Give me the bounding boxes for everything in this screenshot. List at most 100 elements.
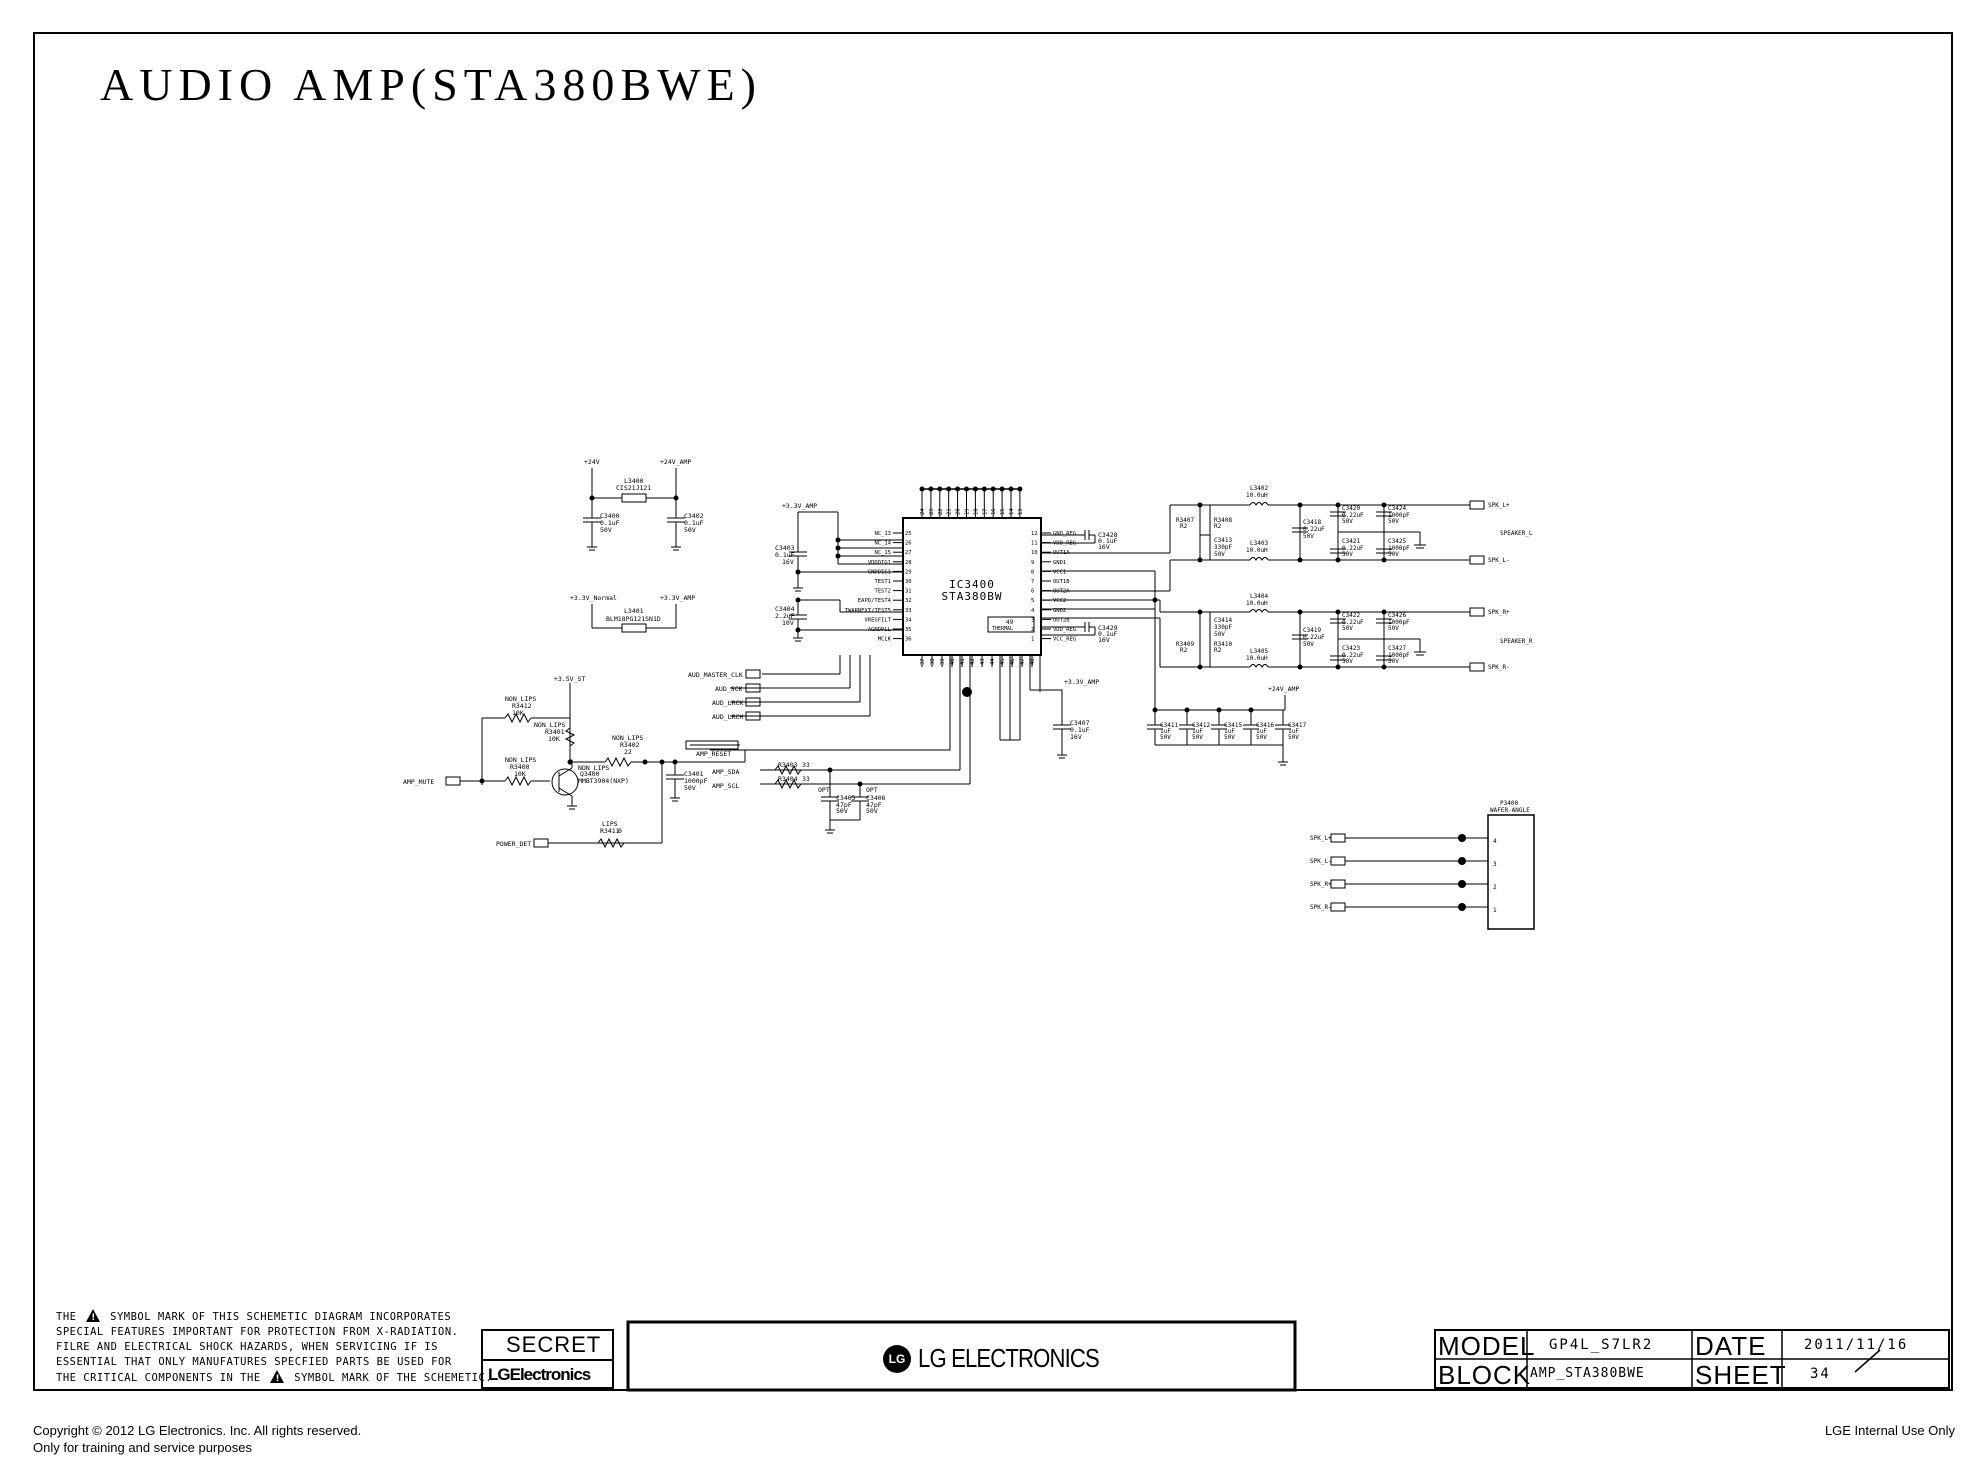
c3428-val: 0.1uF [1098,537,1118,545]
model-label: MODEL [1438,1331,1536,1361]
l3401-part: BLM18PG121SN1D [606,615,661,623]
warning-text: SPECIAL FEATURES IMPORTANT FOR PROTECTIO… [56,1326,459,1338]
pin-junction [1017,486,1023,492]
c3405-rating: 50V [836,807,848,815]
junctions [479,495,1466,911]
net-24v-amp: +24V_AMP [660,458,691,466]
ol-c-c: C3424 [1388,505,1406,512]
vcc-bulk-caps [1041,570,1291,766]
right-pin-name: VCC1 [1053,569,1066,575]
conn-pin-2: 3 [1493,861,1497,868]
sheet-label: SHEET [1695,1360,1787,1390]
ol-c-d-r: 50V [1388,551,1399,558]
bulk-c4-v: 1uF [1256,728,1267,735]
c3403-val: 0.1uF [775,551,795,559]
date-value: 2011/11/16 [1804,1337,1909,1353]
or-l-top: L3404 [1250,593,1268,600]
or-c-mid: C3419 [1303,627,1321,634]
thermal-pad [987,616,1035,633]
ol-c-d-v: 1000pF [1388,545,1410,552]
left-pin-name: TEST1 [874,579,891,585]
or-c-mid-r: 50V [1303,641,1314,648]
sig-power-det: POWER_DET [496,840,531,848]
c3429-rating: 16V [1098,636,1110,644]
warning-line: SPECIAL FEATURES IMPORTANT FOR PROTECTIO… [56,1325,492,1340]
ol-speaker-name: SPEAKER_L [1500,530,1533,537]
or-l-bot-v: 10.0uH [1246,655,1268,662]
conn-net-2: SPK_L- [1310,858,1332,865]
left-pin-num: 36 [905,637,912,643]
left-pin-name: AGNDPLL [868,627,892,633]
c3404-ref: C3404 [775,605,795,613]
c3401-ref: C3401 [684,770,704,778]
training-text: Only for training and service purposes [33,1440,252,1455]
ol-c-b-v: 0.22uF [1342,545,1364,552]
or-c-a: C3422 [1342,612,1360,619]
right-pin-name: OUT1B [1053,579,1070,585]
c3404-val: 2.2uF [775,612,795,620]
right-pin-name: OUT2B [1053,617,1070,623]
or-c-d: C3427 [1388,645,1406,652]
lg-electronics-label: LG ELECTRONICS [918,1343,1100,1373]
net-3v5-st: +3.5V_ST [554,675,585,683]
ol-c-snub: C3413 [1214,537,1232,544]
bulk-c1: C3411 [1160,722,1178,729]
power-filter-3v3 [591,604,677,633]
c3428-ref: C3428 [1098,531,1118,539]
warning-line: THE SYMBOL MARK OF THIS SCHEMETIC DIAGRA… [56,1309,492,1326]
r3412-val: 10K [512,709,524,717]
or-l-bot: L3405 [1250,648,1268,655]
pin-junction [928,486,934,492]
or-r-a-v: R2 [1180,647,1188,654]
thermal-pad-sub: THERMAL [992,626,1013,632]
right-pin-num: 1 [1031,637,1034,643]
bottom-pin-num: 44 [990,658,996,665]
left-pin-num: 27 [905,550,912,556]
c3402-val: 0.1uF [684,519,704,527]
r3402-note: NON_LIPS [612,734,643,742]
ol-net-p: SPK_L+ [1488,502,1510,509]
right-pin-name: GND2 [1053,608,1066,614]
or-c-snub-v: 330pF [1214,624,1232,631]
right-pin-num: 10 [1031,550,1038,556]
left-pin-num: 33 [905,608,912,614]
l3400-part: CIS21J121 [616,484,651,492]
left-pin-name: MCLK [878,637,892,643]
or-speaker-name: SPEAKER_R [1500,638,1533,645]
or-c-b-v: 0.22uF [1342,652,1364,659]
or-c-c: C3426 [1388,612,1406,619]
right-pin-num: 8 [1031,569,1034,575]
ic-ref: IC3400 [949,578,995,591]
right-pin-num: 9 [1031,560,1034,566]
warning-text: ESSENTIAL THAT ONLY MANUFATURES SPECFIED… [56,1356,452,1368]
right-pin-name: VCC2 [1053,598,1066,604]
or-c-d-v: 1000pF [1388,652,1410,659]
conn-net-1: SPK_L+ [1310,835,1332,842]
r3402-val: 22 [624,748,632,756]
r3401-ref: R3401 [545,728,565,736]
ol-l-top: L3402 [1250,485,1268,492]
ol-r-a: R3407 [1176,517,1194,524]
left-pin-name: NC_14 [874,541,891,547]
ol-c-a-r: 50V [1342,518,1353,525]
r3404-val: 33 [802,775,810,783]
conn-part: WAFER-ANGLE [1490,807,1530,814]
bulk-c2-r: 50V [1192,734,1203,741]
r3403-val: 33 [802,761,810,769]
bottom-routing [710,655,1071,785]
c3400-val: 0.1uF [600,519,620,527]
net-3v3-amp-bottom: +3.3V_AMP [1064,678,1099,686]
top-pin-num: 15 [1000,508,1006,515]
ol-c-mid-r: 50V [1303,533,1314,540]
right-pin-name: OUT2A [1053,589,1070,595]
ol-c-c-v: 1000pF [1388,512,1410,519]
c3403-ref: C3403 [775,544,795,552]
q3400-note: NON_LIPS [578,764,609,772]
block-label: BLOCK [1438,1360,1532,1390]
r3402-ref: R3402 [620,741,640,749]
title-block-frame [481,1320,1950,1392]
c3407-rating: 16V [1070,733,1082,741]
or-c-c-v: 1000pF [1388,619,1410,626]
bulk-c3: C3415 [1224,722,1242,729]
left-pin-num: 28 [905,560,912,566]
